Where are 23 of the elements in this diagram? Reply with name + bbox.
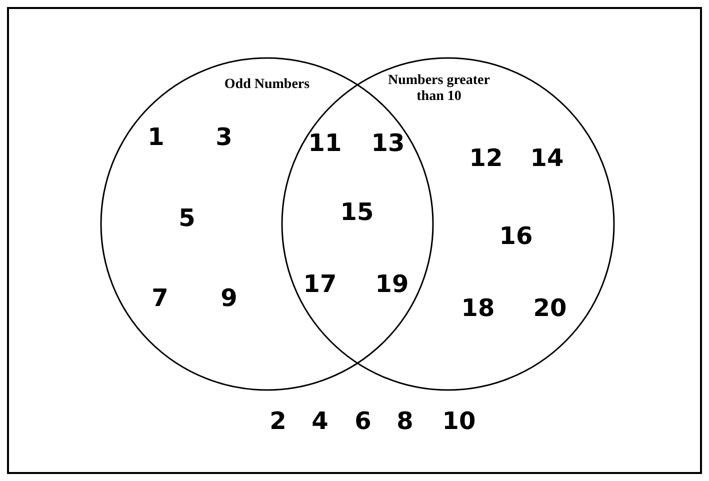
number-label: 13 [371, 129, 405, 157]
number-label: 15 [340, 198, 374, 226]
number-label: 10 [442, 407, 476, 435]
universal-set-frame [7, 7, 702, 474]
number-label: 8 [396, 407, 414, 435]
number-label: 20 [533, 294, 567, 322]
number-label: 11 [308, 129, 342, 157]
number-label: 3 [216, 123, 232, 151]
number-label: 19 [375, 270, 409, 298]
number-label: 9 [220, 284, 238, 312]
number-label: 5 [178, 204, 196, 232]
number-label: 6 [354, 407, 372, 435]
number-label: 1 [148, 123, 164, 151]
set-title: Numbers greater than 10 [387, 73, 491, 105]
number-label: 14 [530, 144, 564, 172]
number-label: 18 [461, 294, 495, 322]
number-label: 17 [303, 270, 337, 298]
number-label: 12 [469, 144, 503, 172]
set-title: Odd Numbers [224, 77, 310, 93]
number-label: 2 [270, 407, 286, 435]
number-label: 7 [152, 284, 168, 312]
number-label: 4 [312, 407, 328, 435]
number-label: 16 [499, 222, 533, 250]
